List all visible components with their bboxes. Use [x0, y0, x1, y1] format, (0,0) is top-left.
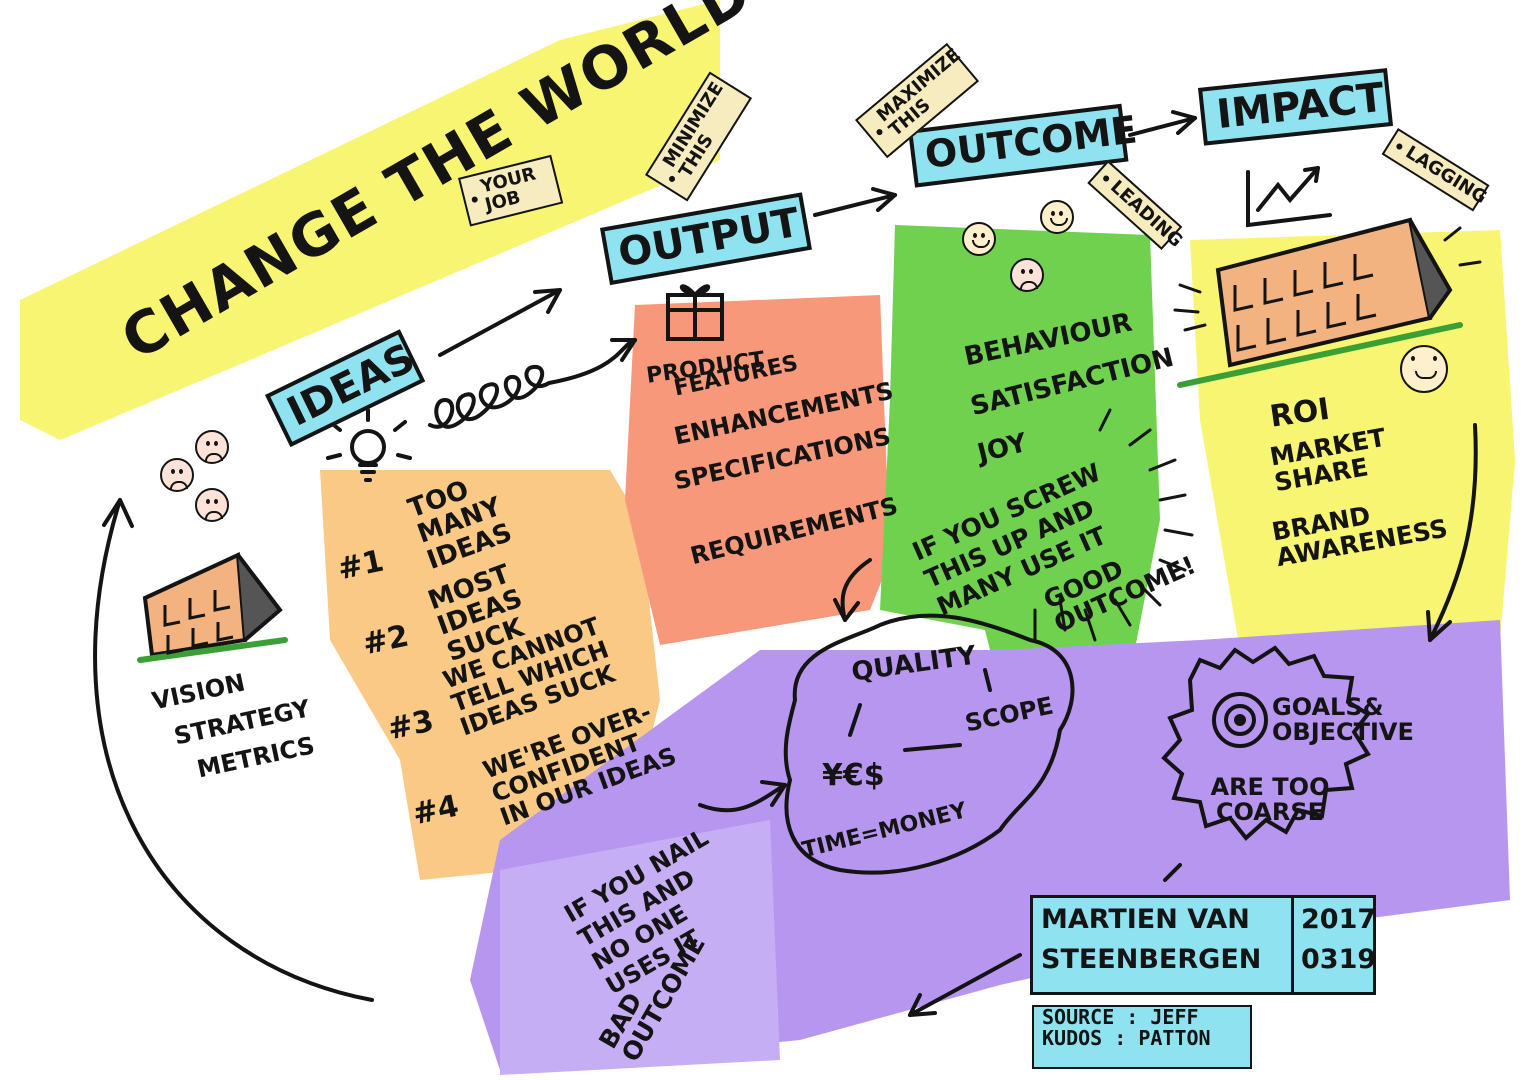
happy-face-icon	[1040, 200, 1074, 234]
ideas-highlight	[320, 470, 660, 880]
source-credit: SOURCE : JEFF KUDOS : PATTON	[1032, 1005, 1252, 1069]
author-name-line1: MARTIEN VAN	[1041, 904, 1250, 935]
triangle-currency: ¥€$	[822, 758, 885, 793]
sad-face-icon	[160, 458, 194, 492]
source-line1: SOURCE : JEFF	[1042, 1005, 1199, 1029]
sad-face-icon	[195, 488, 229, 522]
happy-face-icon	[962, 222, 996, 256]
lightbulb-icon	[350, 429, 386, 465]
building-small-icon	[142, 551, 248, 658]
feedback-loop-arrow	[93, 498, 374, 1002]
goals-title: GOALS& OBJECTIVE	[1272, 693, 1414, 747]
author-date-line1: 2017	[1301, 904, 1377, 935]
squiggle-arrow	[428, 338, 637, 429]
impact-item: ROI	[1267, 391, 1332, 435]
sad-face-icon	[195, 430, 229, 464]
happy-face-icon	[1400, 345, 1448, 393]
source-line2: KUDOS : PATTON	[1042, 1026, 1211, 1050]
outcome-highlight	[880, 225, 1160, 700]
output-highlight	[625, 295, 890, 645]
outcome-to-impact-arrow	[1128, 116, 1197, 137]
author-signature: MARTIEN VAN STEENBERGEN 2017 0319	[1030, 895, 1376, 995]
impact-to-goals-arrow	[1428, 423, 1478, 642]
triangle-cloud	[783, 613, 1075, 875]
signature-divider	[1291, 898, 1294, 992]
growth-chart-icon	[1246, 170, 1332, 228]
signature-to-bad-arrow	[908, 953, 1022, 1017]
author-date-line2: 0319	[1301, 944, 1377, 975]
sad-face-icon	[1010, 258, 1044, 292]
output-to-outcome-arrow	[813, 193, 897, 217]
author-name-line2: STEENBERGEN	[1041, 944, 1262, 975]
goals-gear	[1161, 645, 1371, 841]
yellow-banner	[20, 0, 720, 440]
ideas-to-output-arrow	[438, 288, 562, 357]
goals-note: ARE TOO COARSE	[1210, 773, 1330, 827]
bad-outcome-highlight	[500, 820, 780, 1075]
